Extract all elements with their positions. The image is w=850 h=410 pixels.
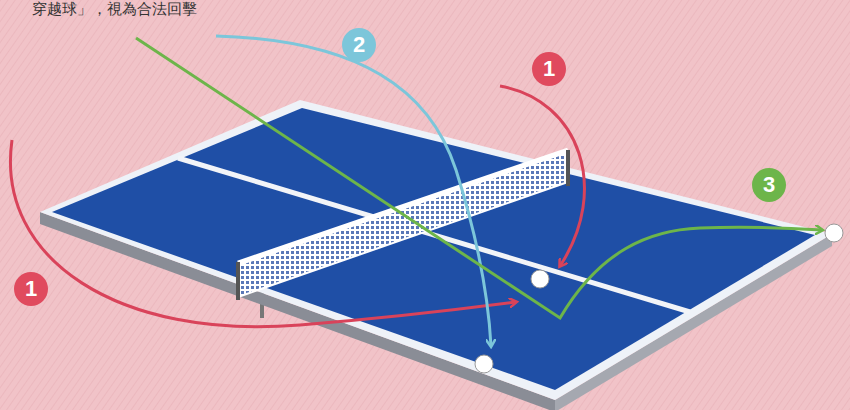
ball — [531, 270, 549, 288]
callout-text: 1 — [543, 56, 555, 82]
ball-path — [216, 36, 491, 346]
ball-path — [500, 86, 584, 266]
callout-text: 3 — [763, 172, 775, 198]
table-top — [52, 108, 815, 390]
callout-text: 2 — [353, 32, 365, 58]
net-tape — [238, 150, 568, 263]
net — [238, 152, 568, 297]
callout-text: 1 — [25, 276, 37, 302]
net-post — [566, 150, 570, 186]
table-border — [40, 100, 832, 400]
ball-path — [136, 38, 822, 318]
caption-text: 穿越球」，視為合法回擊 — [32, 0, 197, 19]
callout-number: 2 — [342, 28, 376, 62]
net-post — [236, 262, 240, 300]
callout-number: 3 — [752, 168, 786, 202]
callout-number: 1 — [532, 52, 566, 86]
ball — [825, 224, 843, 242]
callout-number: 1 — [14, 272, 48, 306]
ball-path — [10, 140, 516, 327]
ball — [475, 355, 493, 373]
